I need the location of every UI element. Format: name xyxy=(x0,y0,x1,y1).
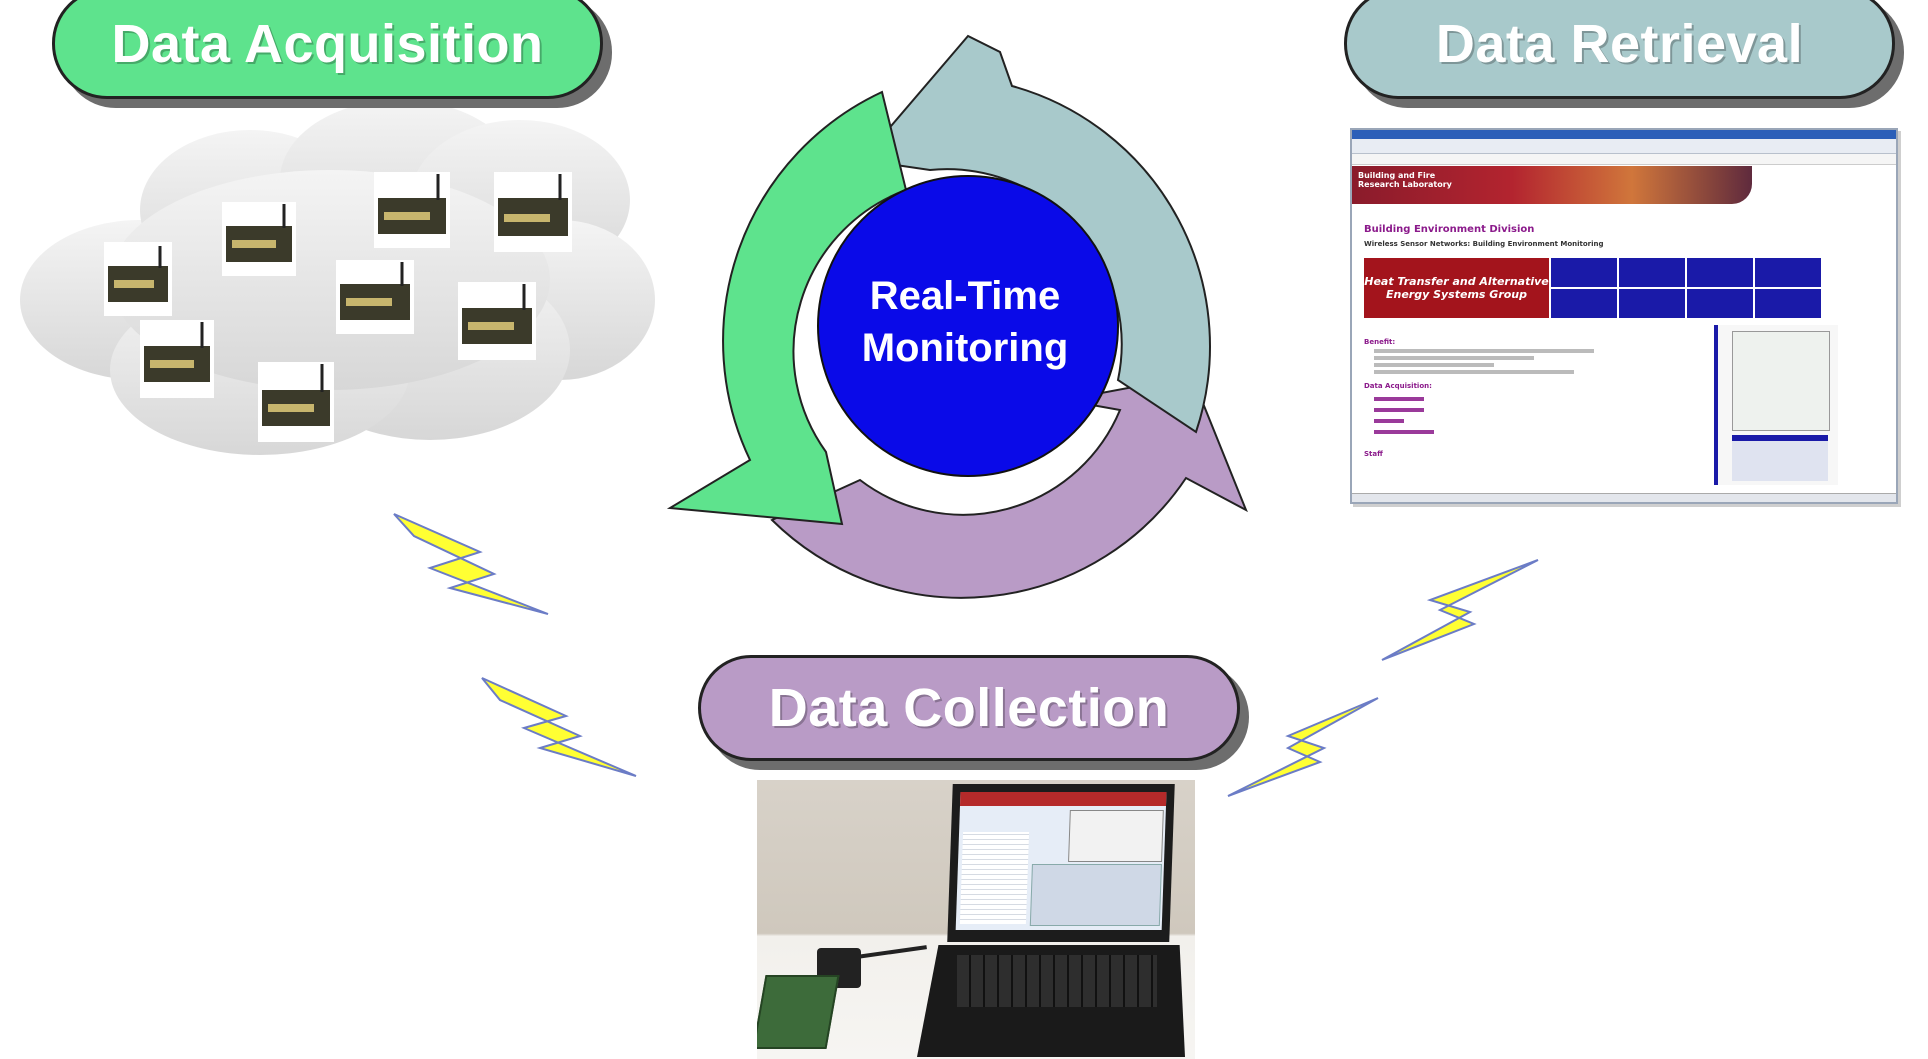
circuit-board xyxy=(757,975,840,1049)
browser-status-bar xyxy=(1352,493,1896,502)
page-heading: Building Environment Division xyxy=(1364,224,1535,235)
group-cells xyxy=(1551,258,1821,318)
sensor-node-icon xyxy=(374,172,450,248)
section-data-acquisition: Data Acquisition: xyxy=(1364,382,1432,390)
laptop-app-bar xyxy=(959,792,1167,806)
site-nav xyxy=(1372,212,1772,220)
laptop-data-grid xyxy=(959,832,1030,924)
laptop-photo xyxy=(757,780,1195,1059)
laptop-keyboard xyxy=(917,945,1185,1057)
text-line xyxy=(1374,356,1534,360)
sensor-node-icon xyxy=(494,172,572,252)
laptop-floor-map xyxy=(1068,810,1164,862)
sensor-node-icon xyxy=(222,202,296,276)
group-cell xyxy=(1551,258,1617,287)
group-cell xyxy=(1755,289,1821,318)
page-subheading: Wireless Sensor Networks: Building Envir… xyxy=(1364,240,1604,248)
center-label-line2: Monitoring xyxy=(861,326,1069,370)
group-title: Heat Transfer and Alternative Energy Sys… xyxy=(1364,258,1549,318)
group-cell xyxy=(1687,289,1753,318)
sensor-node-icon xyxy=(336,260,414,334)
laptop-screen xyxy=(955,792,1167,930)
lightning-bolts xyxy=(393,513,1539,797)
lightning-icon xyxy=(1381,559,1539,661)
sensor-nodes xyxy=(104,172,572,442)
group-cell xyxy=(1551,289,1617,318)
sensor-node-icon xyxy=(458,282,536,360)
usb-cable xyxy=(857,945,927,959)
lightning-icon xyxy=(393,513,549,615)
data-collection-label: Data Collection xyxy=(698,655,1240,761)
section-staff: Staff xyxy=(1364,450,1383,458)
browser-address-bar xyxy=(1352,154,1896,165)
site-banner: Building and Fire Research Laboratory xyxy=(1352,166,1752,204)
lightning-icon xyxy=(1227,697,1379,797)
laptop-screen-frame xyxy=(947,784,1175,942)
keyboard-keys xyxy=(957,955,1157,1007)
group-cell xyxy=(1755,258,1821,287)
center-label-line1: Real-Time xyxy=(869,274,1061,318)
side-table xyxy=(1732,435,1828,481)
sensor-node-icon xyxy=(258,362,334,442)
link-line xyxy=(1374,419,1404,423)
group-cell xyxy=(1619,258,1685,287)
text-line xyxy=(1374,363,1494,367)
link-line xyxy=(1374,430,1434,434)
data-retrieval-label: Data Retrieval xyxy=(1344,0,1895,99)
laptop-data-panel xyxy=(1029,864,1162,926)
real-time-monitoring-label: Real-Time Monitoring xyxy=(815,270,1115,390)
side-panel xyxy=(1714,325,1838,485)
banner-text: Building and Fire Research Laboratory xyxy=(1358,171,1452,189)
page-body: Benefit: Data Acquisition: Staff xyxy=(1364,330,1664,458)
text-line xyxy=(1374,349,1594,353)
link-line xyxy=(1374,408,1424,412)
group-cell xyxy=(1619,289,1685,318)
sensor-node-icon xyxy=(104,242,172,316)
browser-toolbar xyxy=(1352,139,1896,154)
group-grid: Heat Transfer and Alternative Energy Sys… xyxy=(1364,258,1821,318)
text-line xyxy=(1374,370,1574,374)
sensor-node-icon xyxy=(140,320,214,398)
browser-title-bar xyxy=(1352,130,1896,139)
link-line xyxy=(1374,397,1424,401)
collection-arrow xyxy=(770,374,1248,599)
floor-map xyxy=(1732,331,1830,431)
cycle-arrows xyxy=(666,34,1248,599)
data-acquisition-label: Data Acquisition xyxy=(52,0,603,99)
center-hub xyxy=(817,175,1119,477)
lightning-icon xyxy=(481,677,637,777)
browser-screenshot: Building and Fire Research Laboratory Bu… xyxy=(1350,128,1898,504)
group-cell xyxy=(1687,258,1753,287)
acquisition-arrow xyxy=(666,90,908,526)
section-benefit: Benefit: xyxy=(1364,338,1396,346)
